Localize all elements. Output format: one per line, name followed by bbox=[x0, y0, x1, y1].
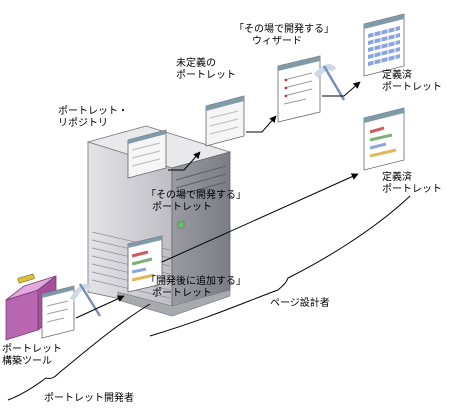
arrow-undefined-to-wizard bbox=[246, 115, 277, 133]
arrow-server-to-defined-mid bbox=[161, 173, 359, 263]
label-portlet-repository: ポートレット・ リポジトリ bbox=[58, 106, 128, 129]
label-defined-portlet-middle: 定義済 ポートレット bbox=[382, 172, 442, 195]
role-braces bbox=[7, 195, 411, 401]
label-wizard: 「その場で開発する」 ウィザード bbox=[234, 24, 334, 47]
label-portlet-build-tool: ポートレット 構築ツール bbox=[2, 344, 62, 367]
defined-portlet-grid-window-icon bbox=[363, 13, 405, 77]
label-add-later-portlet: 「開発後に追加する」 ポートレット bbox=[146, 276, 246, 299]
label-portlet-developer: ポートレット開発者 bbox=[44, 393, 134, 404]
build-tool-pen-icon bbox=[69, 283, 102, 317]
label-build-in-place-portlet: 「その場で開発する」 ポートレット bbox=[146, 190, 246, 213]
label-undefined-portlet: 未定義の ポートレット bbox=[176, 58, 236, 81]
arrow-wizard-to-defined bbox=[322, 81, 361, 97]
developer-brace bbox=[7, 303, 151, 401]
designer-brace bbox=[149, 195, 411, 337]
portlet-window-on-server-icon bbox=[127, 129, 167, 179]
wizard-window-icon bbox=[277, 55, 321, 123]
defined-portlet-list-window-icon bbox=[363, 107, 405, 171]
portlet-list-window-icon bbox=[127, 235, 163, 293]
arrow-server-to-undefined bbox=[168, 151, 201, 171]
label-page-designer: ページ設計者 bbox=[270, 298, 330, 309]
flow-arrows bbox=[75, 81, 361, 319]
build-tool-window-icon bbox=[41, 285, 75, 339]
pen-icon bbox=[313, 64, 346, 101]
undefined-portlet-window-icon bbox=[205, 95, 245, 147]
label-defined-portlet-top: 定義済 ポートレット bbox=[382, 70, 442, 93]
arrow-tool-to-server bbox=[75, 295, 125, 319]
